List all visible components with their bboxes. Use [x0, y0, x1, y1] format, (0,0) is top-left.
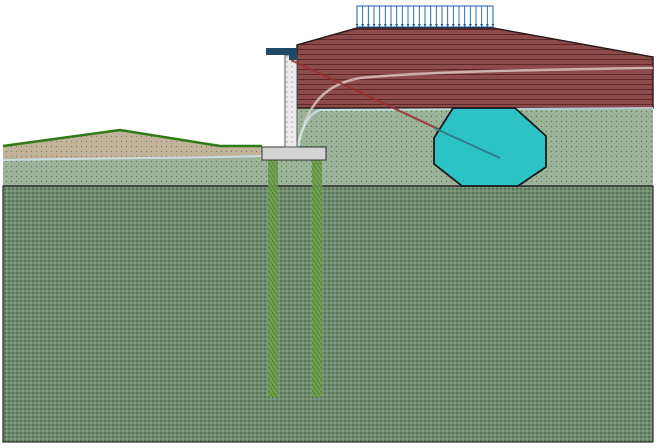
lower-soil-layer [2, 185, 654, 443]
retaining-wall-stem [284, 54, 298, 148]
ground-surface-line [2, 128, 262, 148]
surcharge-arrow-head [491, 24, 495, 27]
surcharge-arrow-head [446, 24, 450, 27]
surcharge-arrow-head [451, 24, 455, 27]
surcharge-arrow-head [468, 24, 472, 27]
surcharge-arrow-head [440, 24, 444, 27]
surcharge-arrow-head [355, 24, 359, 27]
surcharge-arrow-head [474, 24, 478, 27]
surcharge-arrow-head [423, 24, 427, 27]
slip-surface-curve [295, 66, 654, 151]
surcharge-arrow-head [383, 24, 387, 27]
phreatic-line [2, 107, 654, 161]
surcharge-arrow-head [480, 24, 484, 27]
surcharge-arrow-head [395, 24, 399, 27]
surcharge-arrow-head [434, 24, 438, 27]
surcharge-arrow-head [406, 24, 410, 27]
surcharge-arrow-head [429, 24, 433, 27]
surcharge-arrow-head [417, 24, 421, 27]
surcharge-arrow-head [400, 24, 404, 27]
surcharge-arrow-head [463, 24, 467, 27]
pile-cap [261, 146, 327, 161]
surcharge-arrow-head [366, 24, 370, 27]
surcharge-arrow-head [372, 24, 376, 27]
surcharge-arrow-head [457, 24, 461, 27]
surcharge-load-icon [355, 5, 495, 28]
surcharge-arrow-head [361, 24, 365, 27]
surcharge-arrow-head [485, 24, 489, 27]
anchor-rod-in-grout [433, 127, 501, 159]
left-ground-fill [3, 130, 262, 159]
surcharge-arrow-head [378, 24, 382, 27]
surcharge-arrow-head [412, 24, 416, 27]
surcharge-arrow-head [389, 24, 393, 27]
pile-right [312, 160, 322, 397]
pile-left [268, 160, 278, 397]
wall-cap [266, 48, 297, 60]
anchor-grout-body [433, 107, 547, 187]
